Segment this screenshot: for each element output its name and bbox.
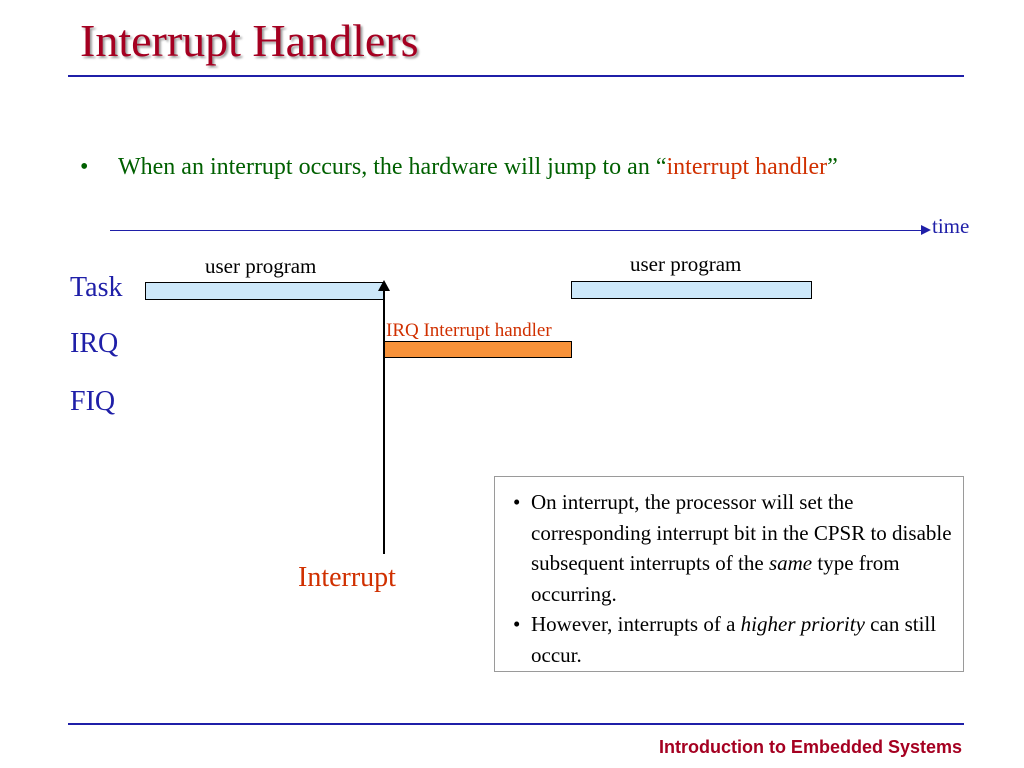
- note-item-1-italic: same: [768, 551, 813, 575]
- note-item-2: However, interrupts of a higher priority…: [505, 609, 953, 670]
- note-item-2-italic: higher priority: [740, 612, 865, 636]
- main-bullet-text-after: ”: [827, 154, 838, 180]
- note-item-2-text-end: can still occur.: [531, 612, 937, 667]
- main-bullet: • When an interrupt occurs, the hardware …: [80, 154, 838, 181]
- note-item-1-text-end: type from occurring.: [531, 551, 900, 606]
- interrupt-arrow-head-icon: [378, 280, 390, 291]
- task-bar-user-program-1: [145, 282, 385, 300]
- footer-text: Introduction to Embedded Systems: [658, 737, 962, 757]
- time-axis-line: [110, 230, 922, 231]
- main-bullet-text-before: When an interrupt occurs, the hardware w…: [118, 154, 667, 180]
- bullet-marker: •: [80, 154, 89, 180]
- row-label-irq: IRQ: [70, 328, 119, 359]
- row-label-task: Task: [70, 272, 123, 303]
- note-item-1: On interrupt, the processor will set the…: [505, 487, 953, 609]
- main-bullet-highlight: interrupt handler: [666, 154, 828, 180]
- note-item-1-text: On interrupt, the processor will set the…: [531, 490, 952, 575]
- row-label-fiq: FIQ: [70, 386, 116, 417]
- slide-title: Interrupt Handlers: [80, 15, 419, 66]
- note-item-2-text: However, interrupts of a: [531, 612, 741, 636]
- time-axis-label: time: [932, 214, 970, 238]
- note-box: On interrupt, the processor will set the…: [494, 476, 964, 672]
- interrupt-label: Interrupt: [298, 562, 396, 593]
- task-segment-label-2: user program: [630, 252, 742, 276]
- interrupt-arrow-line: [383, 290, 385, 554]
- time-axis-arrow-icon: [921, 225, 931, 235]
- irq-handler-label: IRQ Interrupt handler: [386, 320, 552, 341]
- task-segment-label-1: user program: [205, 254, 317, 278]
- footer-divider: [68, 723, 964, 725]
- irq-handler-bar: [384, 341, 572, 358]
- title-divider: [68, 75, 964, 77]
- note-list: On interrupt, the processor will set the…: [505, 487, 953, 670]
- task-bar-user-program-2: [571, 281, 812, 299]
